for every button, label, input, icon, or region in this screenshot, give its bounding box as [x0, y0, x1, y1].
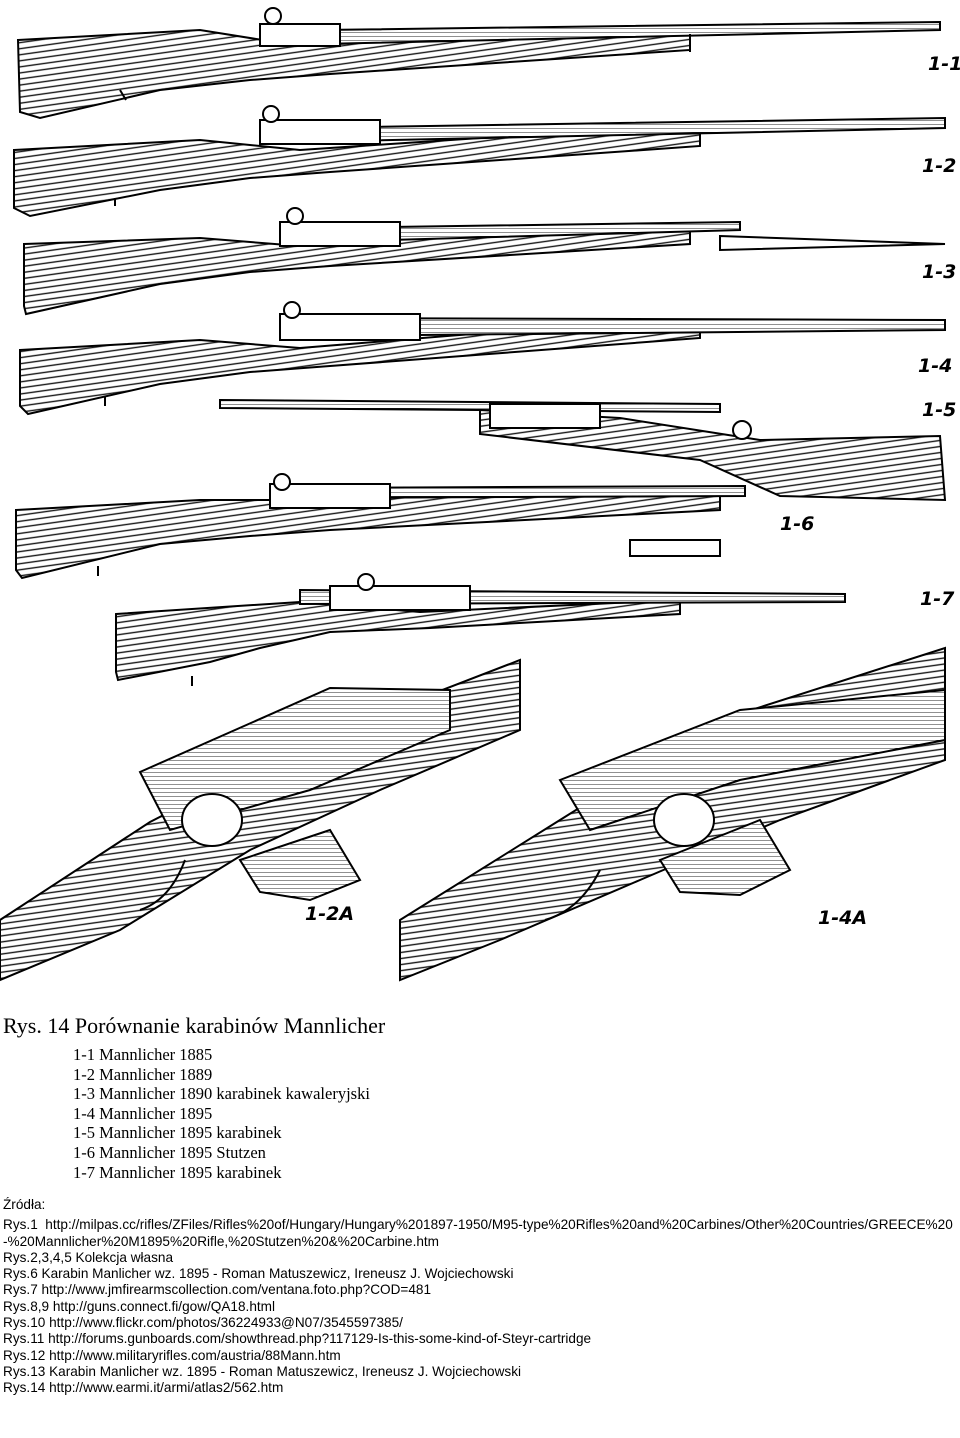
- source-row: Rys.12 http://www.militaryrifles.com/aus…: [3, 1347, 341, 1363]
- source-row: Rys.10 http://www.flickr.com/photos/3622…: [3, 1315, 403, 1331]
- label-1-2: 1-2: [922, 155, 956, 177]
- caption-item: 1-3 Mannlicher 1890 karabinek kawaleryjs…: [73, 1084, 370, 1104]
- source-row: Rys.6 Karabin Manlicher wz. 1895 - Roman…: [3, 1266, 514, 1282]
- label-1-3: 1-3: [922, 261, 956, 283]
- rifle-comparison-illustration: 1-1 1-2 1-3 1-4 1-5 1-6 1-7 1-2A 1-4A: [0, 7, 960, 982]
- label-1-2a: 1-2A: [305, 903, 354, 925]
- rifle-1-2-drawing: [13, 105, 946, 218]
- caption-item: 1-4 Mannlicher 1895: [73, 1103, 213, 1123]
- caption-item: 1-7 Mannlicher 1895 karabinek: [73, 1162, 282, 1182]
- sources-section: Źródła: Rys.1 http://milpas.cc/rifles/ZF…: [3, 1197, 953, 1397]
- bolt-detail-1-4a-drawing: [399, 646, 946, 982]
- rifle-1-1-drawing: [16, 7, 941, 120]
- source-row: Rys.2,3,4,5 Kolekcja własna: [3, 1249, 174, 1265]
- sources-heading: Źródła:: [3, 1197, 46, 1212]
- source-row: Rys.1 http://milpas.cc/rifles/ZFiles/Rif…: [3, 1217, 953, 1249]
- rifle-1-4-drawing: [19, 301, 946, 416]
- caption-title: Rys. 14 Porównanie karabinów Mannlicher: [3, 1013, 386, 1038]
- label-1-4a: 1-4A: [818, 907, 867, 929]
- source-row: Rys.14 http://www.earmi.it/armi/atlas2/5…: [3, 1380, 284, 1396]
- figure-caption: Rys. 14 Porównanie karabinów Mannlicher …: [3, 1011, 943, 1182]
- label-1-7: 1-7: [920, 588, 955, 610]
- caption-list: 1-1 Mannlicher 1885 1-2 Mannlicher 1889 …: [73, 1045, 943, 1182]
- source-row: Rys.11 http://forums.gunboards.com/showt…: [3, 1331, 592, 1347]
- caption-item: 1-2 Mannlicher 1889: [73, 1064, 213, 1084]
- caption-item: 1-1 Mannlicher 1885: [73, 1045, 213, 1064]
- source-row: Rys.8,9 http://guns.connect.fi/gow/QA18.…: [3, 1298, 276, 1314]
- caption-item: 1-5 Mannlicher 1895 karabinek: [73, 1123, 282, 1143]
- rifle-1-5-drawing: [219, 398, 947, 502]
- label-1-5: 1-5: [922, 399, 956, 421]
- source-row: Rys.7 http://www.jmfirearmscollection.co…: [3, 1282, 432, 1298]
- rifle-1-3-drawing: [23, 207, 946, 316]
- label-1-6: 1-6: [780, 513, 814, 535]
- label-1-1: 1-1: [928, 53, 960, 75]
- source-row: Rys.13 Karabin Manlicher wz. 1895 - Roma…: [3, 1363, 522, 1379]
- rifle-1-6-drawing: [15, 473, 746, 580]
- bolt-detail-1-2a-drawing: [0, 658, 521, 982]
- rifle-1-7-drawing: [115, 573, 846, 686]
- label-1-4: 1-4: [918, 355, 952, 377]
- caption-item: 1-6 Mannlicher 1895 Stutzen: [73, 1142, 266, 1162]
